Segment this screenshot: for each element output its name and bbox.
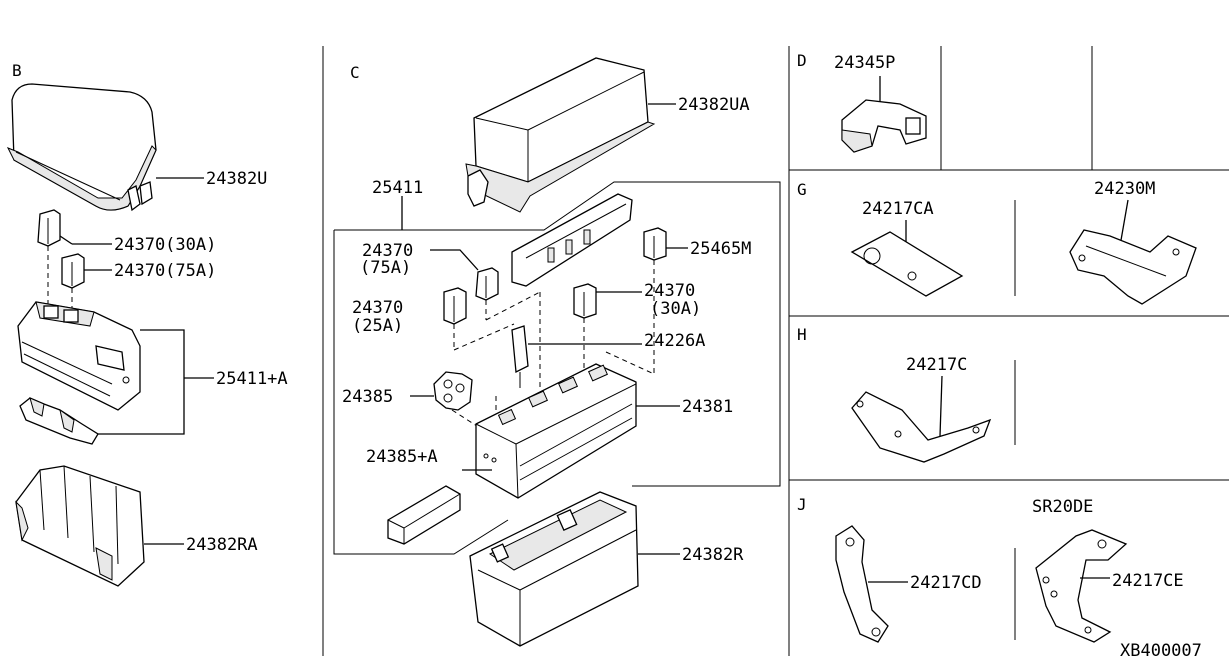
label-c-25a: (25A) xyxy=(352,316,403,336)
section-b-letter: B xyxy=(12,61,22,80)
connector-24385-illustration xyxy=(433,371,473,411)
label-24370-c-30: 24370 xyxy=(644,281,695,301)
label-24226a: 24226A xyxy=(644,331,705,351)
bracket-24217ca-illustration xyxy=(850,231,964,297)
label-sr20de: SR20DE xyxy=(1032,497,1093,517)
bracket-24217ce-illustration xyxy=(1035,529,1128,643)
section-g-letter: G xyxy=(797,180,807,199)
fuse-block-illustration xyxy=(17,301,141,411)
label-24385: 24385 xyxy=(342,387,393,407)
label-24345p: 24345P xyxy=(834,53,895,73)
label-24381: 24381 xyxy=(682,397,733,417)
section-d-letter: D xyxy=(797,51,807,70)
label-24370-30a: 24370(30A) xyxy=(114,235,216,255)
label-24230m: 24230M xyxy=(1094,179,1155,199)
relay-24226a-illustration xyxy=(511,325,529,388)
section-c: 24382UA 25411 24370 (75A) 24370 (25A) xyxy=(333,57,781,647)
lower-housing-illustration xyxy=(469,491,639,647)
section-d: 24345P xyxy=(834,53,927,153)
section-j: 24217CD SR20DE 24217CE xyxy=(835,497,1184,643)
panel-dividers xyxy=(322,46,1229,656)
label-c-75a: (75A) xyxy=(360,258,411,278)
fuse-30a-illustration xyxy=(37,209,61,247)
label-24217ca: 24217CA xyxy=(862,199,934,219)
fuse-c-30a-illustration xyxy=(573,283,597,319)
lower-cover-illustration xyxy=(15,465,145,587)
label-25411: 25411 xyxy=(372,178,423,198)
bracket-24217c-illustration xyxy=(851,391,992,463)
relay-strip-illustration xyxy=(511,193,633,287)
fuse-c-25a-illustration xyxy=(443,287,467,325)
terminal-cover-illustration xyxy=(841,99,927,153)
top-cover-illustration xyxy=(465,57,656,213)
fuse-25465m-illustration xyxy=(643,227,667,261)
diagram-code: XB400007 xyxy=(1120,641,1202,661)
section-b: 24382U 24370(30A) 24370(75A) xyxy=(6,83,288,587)
label-24385-a: 24385+A xyxy=(366,447,438,467)
label-24382r: 24382R xyxy=(682,545,744,565)
section-h-letter: H xyxy=(797,325,807,344)
label-24382ra: 24382RA xyxy=(186,535,258,555)
main-fuse-block-illustration xyxy=(475,363,637,499)
section-h: 24217C xyxy=(851,355,992,463)
bracket-24217cd-illustration xyxy=(835,525,889,643)
section-c-letter: C xyxy=(350,63,360,82)
connector-clip-illustration xyxy=(19,397,99,445)
label-24370-c-25: 24370 xyxy=(352,298,403,318)
label-25465m: 25465M xyxy=(690,239,751,259)
label-24217ce: 24217CE xyxy=(1112,571,1184,591)
fuse-c-75a-illustration xyxy=(475,267,499,301)
label-24217c: 24217C xyxy=(906,355,967,375)
label-24370-75a: 24370(75A) xyxy=(114,261,216,281)
fuse-75a-illustration xyxy=(61,253,85,289)
bracket-24230m-illustration xyxy=(1069,229,1197,305)
section-g: 24217CA 24230M xyxy=(850,179,1197,305)
section-j-letter: J xyxy=(797,495,807,514)
label-c-30a: (30A) xyxy=(650,299,701,319)
label-24217cd: 24217CD xyxy=(910,573,982,593)
label-24370-c-75: 24370 xyxy=(362,241,413,261)
label-24382ua: 24382UA xyxy=(678,95,750,115)
fuse-box-cover-illustration xyxy=(6,83,157,212)
connector-24385a-illustration xyxy=(387,485,461,545)
label-24382u: 24382U xyxy=(206,169,267,189)
label-25411-a: 25411+A xyxy=(216,369,288,389)
